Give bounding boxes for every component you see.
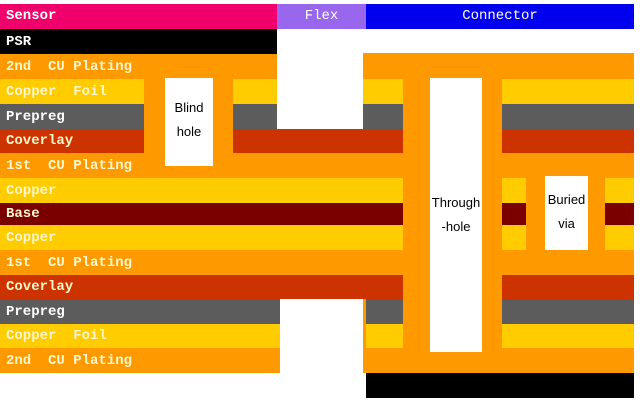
copper-foil-top-conn xyxy=(363,79,403,104)
coverlay-bottom xyxy=(0,275,403,299)
flex-gap-bottom xyxy=(280,299,363,404)
buried-via: Buried via xyxy=(545,176,588,250)
coverlay-top-right xyxy=(502,129,634,153)
label-prepreg-bottom: Prepreg xyxy=(6,304,65,320)
copper-top-r1 xyxy=(502,178,526,203)
copper-foil-bottom-left xyxy=(0,324,280,348)
flex-header: Flex xyxy=(277,4,366,29)
label-coverlay-top: Coverlay xyxy=(6,133,74,149)
label-2nd-cu-plating-top: 2nd CU Plating xyxy=(6,59,133,75)
blind-hole-label-1: Blind xyxy=(174,100,204,115)
label-2nd-cu-plating-bottom: 2nd CU Plating xyxy=(6,353,133,369)
copper-top xyxy=(0,178,403,203)
copper-foil-top-mid xyxy=(233,79,277,104)
label-1st-cu-plating-bottom: 1st CU Plating xyxy=(6,255,133,271)
copper-bottom xyxy=(0,225,403,250)
coverlay-top-mid xyxy=(233,129,403,153)
label-copper-top: Copper xyxy=(6,183,57,199)
connector-header: Connector xyxy=(366,4,634,29)
label-1st-cu-plating-top: 1st CU Plating xyxy=(6,158,133,174)
through-hole-label-1: Through xyxy=(431,195,481,210)
copper-foil-bottom-conn xyxy=(366,324,403,348)
buried-via-label-1: Buried xyxy=(547,192,586,207)
prepreg-bottom-left xyxy=(0,299,280,324)
coverlay-bottom-right xyxy=(502,275,634,299)
base-layer xyxy=(0,203,403,225)
prepreg-top-left xyxy=(0,104,144,129)
label-prepreg-top: Prepreg xyxy=(6,109,65,125)
blind-hole: Blind hole xyxy=(165,78,213,166)
psr-layer xyxy=(0,29,277,54)
copper-bottom-r2 xyxy=(605,225,634,250)
label-copper-bottom: Copper xyxy=(6,230,57,246)
copper-top-r2 xyxy=(605,178,634,203)
through-hole-label-2: -hole xyxy=(441,219,471,234)
label-copper-foil-top: Copper Foil xyxy=(6,84,107,100)
label-copper-foil-bottom: Copper Foil xyxy=(6,328,107,344)
copper-bottom-r1 xyxy=(502,225,526,250)
base-r1 xyxy=(502,203,526,225)
prepreg-top-right xyxy=(502,104,634,129)
label-coverlay-bottom: Coverlay xyxy=(6,279,74,295)
prepreg-top-conn xyxy=(363,104,403,129)
prepreg-top-mid xyxy=(233,104,277,129)
prepreg-bottom-conn xyxy=(366,299,403,324)
copper-foil-top-left xyxy=(0,79,144,104)
label-psr: PSR xyxy=(6,34,32,50)
copper-foil-bottom-right xyxy=(502,324,634,348)
sensor-header: Sensor xyxy=(0,4,277,29)
blind-hole-label-2: hole xyxy=(176,124,202,139)
label-base: Base xyxy=(6,206,40,222)
through-hole: Through -hole xyxy=(430,78,482,352)
psr-bottom xyxy=(366,373,634,398)
prepreg-bottom-right xyxy=(502,299,634,324)
coverlay-top-left xyxy=(0,129,144,153)
base-r2 xyxy=(605,203,634,225)
buried-via-label-2: via xyxy=(558,216,575,231)
copper-foil-top-right xyxy=(502,79,634,104)
